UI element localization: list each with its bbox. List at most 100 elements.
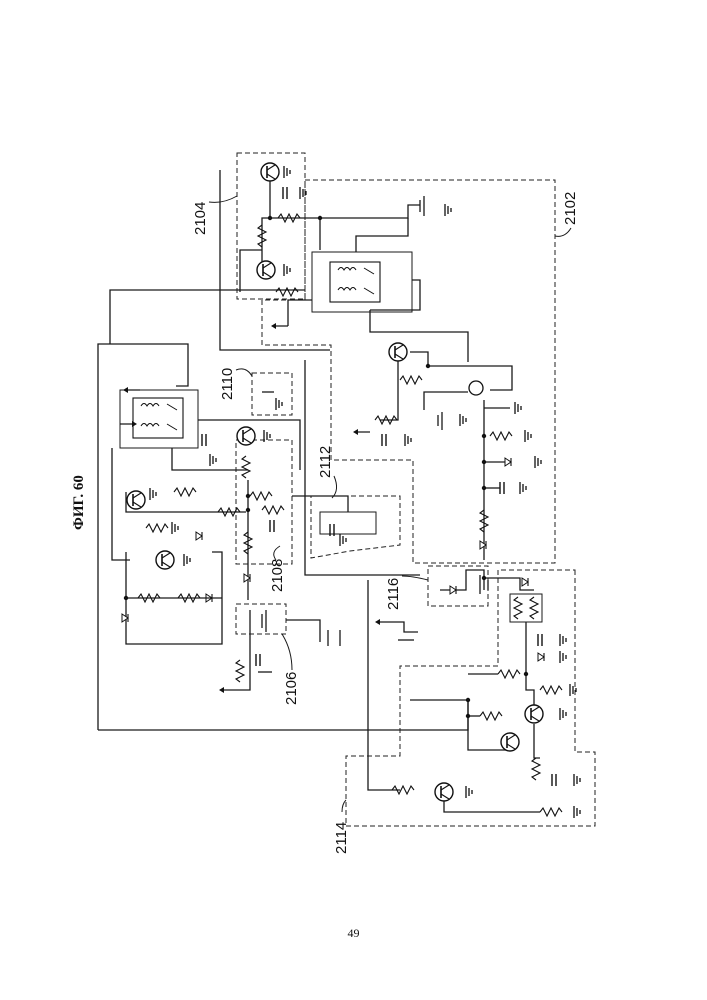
block-2106-outline	[236, 604, 286, 634]
capacitor-2102-b	[500, 482, 504, 494]
diode-left-c	[122, 614, 128, 622]
ground-icon	[560, 651, 566, 663]
relay-left	[133, 398, 183, 438]
leader-2106	[282, 634, 292, 670]
resistor-left-b	[174, 488, 196, 496]
junction-dot	[318, 216, 322, 220]
capacitor-2114-a	[538, 634, 542, 646]
ground-icon	[445, 204, 451, 216]
outer-loop-top	[110, 290, 305, 344]
label-2106: 2106	[283, 672, 300, 705]
wire-2114-down	[534, 724, 540, 758]
wire-2104-bus	[270, 205, 420, 218]
diode-2102-a	[505, 458, 511, 466]
block-2102-outline	[262, 180, 555, 563]
ground-icon	[340, 534, 346, 546]
ground-icon	[210, 454, 216, 466]
resistor-2102-a	[400, 376, 422, 384]
input-arrow-icon	[219, 687, 236, 693]
label-2114: 2114	[333, 822, 350, 854]
relay-2102	[330, 262, 380, 302]
bus-2114-right	[484, 578, 534, 590]
resistor-2108-b	[262, 506, 284, 514]
leader-2110	[236, 369, 252, 376]
wire-2112	[292, 496, 348, 512]
block-2108-outline	[236, 440, 292, 564]
page-number: 49	[0, 926, 707, 941]
transistor-left-lower	[156, 551, 174, 569]
wire-2116	[440, 570, 484, 590]
resistor-left-c	[146, 524, 168, 532]
block-2116-outline	[428, 566, 488, 606]
leader-2102	[555, 228, 571, 236]
resistor-2102-c	[490, 432, 512, 440]
diode-2114-a	[522, 578, 528, 586]
wire-2116-out	[392, 622, 418, 632]
junction-dot	[524, 672, 528, 676]
label-2116: 2116	[385, 578, 402, 610]
wire-2114-bottom	[444, 801, 540, 812]
junction-dot	[482, 486, 486, 490]
junction-dot	[482, 434, 486, 438]
transistor-2114-a	[525, 705, 543, 723]
ground-icon	[460, 414, 466, 426]
wire-relay-left	[288, 300, 312, 326]
diode-2114-b	[538, 653, 544, 661]
bus-2114-mid	[410, 700, 510, 750]
leader-2116	[402, 576, 428, 580]
wire-relay-up	[356, 218, 408, 252]
diode-2108	[244, 574, 250, 582]
label-2102: 2102	[562, 192, 579, 225]
ground-icon	[284, 264, 290, 276]
resistor-2108-a	[250, 492, 272, 500]
wire-2102-feed	[370, 310, 468, 362]
junction-dot	[246, 508, 250, 512]
junction-dot	[466, 698, 470, 702]
transistor-2114-b	[501, 733, 519, 751]
relay-2102-frame	[312, 252, 412, 312]
ground-icon	[405, 434, 411, 446]
transistor-2102-a	[389, 343, 407, 361]
capacitor-2114-b	[552, 774, 556, 786]
junction-dot	[466, 714, 470, 718]
transistor-left-upper	[237, 427, 255, 445]
input-arrow-icon	[353, 429, 370, 435]
label-2112: 2112	[317, 446, 334, 478]
capacitor-2108	[270, 520, 274, 532]
resistor-left-a	[242, 456, 250, 478]
resistor-2104-c	[276, 288, 298, 296]
junction-dot	[426, 364, 430, 368]
ground-icon	[535, 456, 541, 468]
block-2112-outline	[311, 496, 400, 558]
ground-icon	[184, 554, 190, 566]
diode-2116	[450, 586, 456, 594]
label-2104: 2104	[192, 202, 209, 235]
junction-dot	[482, 460, 486, 464]
capacitor-2106	[256, 654, 260, 666]
ground-icon	[574, 774, 580, 786]
output-arrow-icon	[120, 421, 137, 427]
diode-2102-b	[480, 541, 486, 549]
resistor-2114-c	[498, 670, 520, 678]
label-2110: 2110	[219, 368, 236, 400]
junction-dot	[482, 576, 486, 580]
capacitor-2104	[283, 187, 287, 199]
junction-dot	[246, 494, 250, 498]
transistor-2102-b	[469, 381, 483, 395]
resistor-2114-e	[480, 712, 502, 720]
resistor-2114-b	[530, 597, 538, 619]
capacitor-left	[202, 434, 206, 446]
junction-dot	[268, 216, 272, 220]
resistor-2114-d	[540, 686, 562, 694]
ground-icon	[515, 402, 521, 414]
ground-icon	[560, 708, 566, 720]
ground-icon	[574, 806, 580, 818]
block-2110-outline	[252, 373, 292, 415]
leader-2108	[274, 546, 280, 560]
output-arrow-icon	[271, 323, 288, 329]
ground-icon	[520, 482, 526, 494]
label-2108: 2108	[269, 559, 286, 592]
wire-relay-left-c	[176, 362, 188, 386]
output-arrow-icon	[375, 619, 392, 625]
